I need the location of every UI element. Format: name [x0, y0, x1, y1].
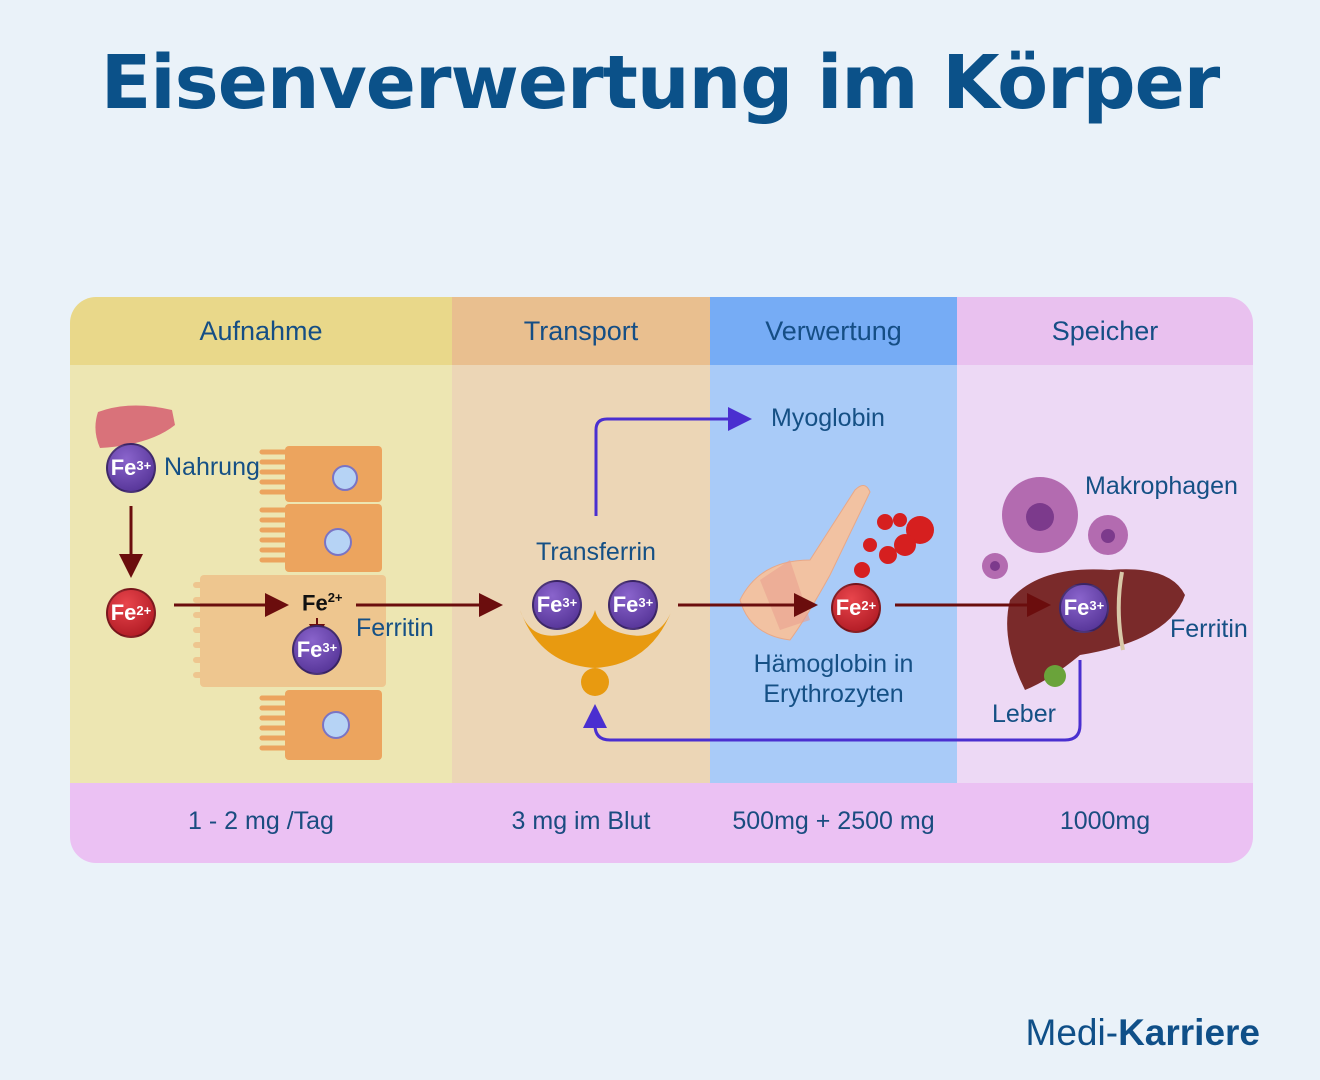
header-speicher: Speicher: [957, 297, 1253, 365]
label-ferritin-aufnahme: Ferritin: [356, 614, 434, 642]
arrows: [119, 407, 1082, 742]
label-myoglobin: Myoglobin: [771, 404, 885, 432]
macrophage-icons: [982, 477, 1128, 579]
amount-transport: 3 mg im Blut: [511, 807, 651, 835]
label-ferritin-speicher: Ferritin: [1170, 615, 1248, 643]
red-blood-cells: [854, 513, 934, 578]
body-transport: [452, 365, 710, 783]
amount-row: [70, 783, 1253, 863]
label-transferrin: Transferrin: [536, 538, 656, 566]
ion-fe2-in-cell: Fe2+: [302, 590, 343, 616]
arrow-recycle: [583, 660, 1082, 742]
meat-icon: [95, 405, 175, 448]
header-aufnahme: Aufnahme: [70, 297, 452, 365]
intestinal-cells: [193, 446, 386, 760]
transferrin-shape: [520, 610, 672, 696]
amount-speicher: 1000mg: [1059, 807, 1151, 835]
amount-aufnahme: 1 - 2 mg /Tag: [188, 807, 334, 835]
label-leber: Leber: [992, 700, 1056, 728]
label-nahrung: Nahrung: [164, 453, 260, 481]
body-verwertung: [710, 365, 957, 783]
header-transport: Transport: [452, 297, 710, 365]
brand-logo: Medi-Karriere: [1025, 1012, 1260, 1053]
header-verwertung: Verwertung: [710, 297, 957, 365]
diagram-panel: Aufnahme Transport Verwertung Speicher 1…: [70, 297, 1253, 863]
label-makrophagen: Makrophagen: [1085, 472, 1238, 500]
arrow-to-myoglobin: [594, 407, 752, 516]
amount-verwertung: 500mg + 2500 mg: [732, 807, 935, 835]
page-title: Eisenverwertung im Körper: [100, 40, 1221, 126]
